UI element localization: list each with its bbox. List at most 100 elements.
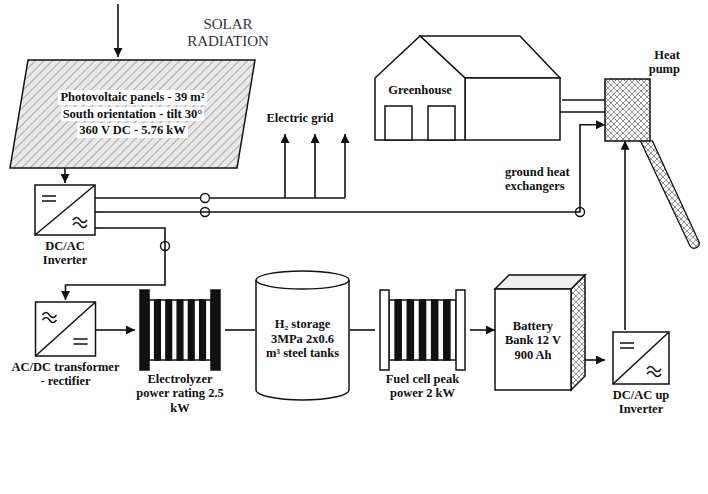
end-plate	[211, 290, 220, 370]
grid-arrow	[344, 134, 346, 198]
cell-plate	[155, 300, 161, 360]
component-label: South orientation - tilt 30°	[61, 107, 205, 121]
component-label: DC/AC Inverter	[29, 239, 101, 268]
ground-loop	[640, 140, 699, 248]
symbol-graphic	[135, 290, 225, 370]
component-symbol: DC/AC up Inverter	[605, 330, 677, 417]
component-label: Battery Bank 12 V 900 Ah	[499, 319, 567, 362]
grid-arrow	[314, 134, 316, 198]
stack-frame	[149, 300, 211, 360]
cell-plate	[188, 300, 194, 360]
converter-diagonal	[35, 185, 95, 235]
outline	[375, 36, 560, 140]
connector	[225, 329, 255, 331]
component-shape: Photovoltaic panels - 39 m² South orienta…	[10, 60, 255, 168]
wire-stub	[95, 211, 102, 213]
converter-diagonal	[613, 332, 669, 384]
annotation-label: Electric grid	[250, 111, 350, 125]
cell-plate	[444, 300, 450, 360]
component-symbol: DC/AC Inverter	[28, 183, 102, 268]
symbol-graphic	[8, 300, 123, 358]
front-gable	[375, 36, 465, 140]
battery-side	[571, 275, 585, 390]
component-label: Heat pump	[630, 48, 680, 77]
connector	[350, 329, 375, 331]
component-symbol: Electrolyzer power rating 2.5 kW	[135, 290, 225, 415]
wire-stub	[95, 227, 102, 229]
dc-symbol	[74, 339, 88, 344]
symbol-graphic	[28, 183, 102, 237]
connector	[562, 99, 605, 101]
dc-symbol	[620, 343, 634, 348]
connector	[585, 359, 605, 361]
ac-symbol	[647, 367, 661, 377]
symbol	[35, 185, 95, 235]
stack-frame	[389, 300, 456, 360]
cell-plate	[407, 300, 413, 360]
annotation-label: ground heat exchangers	[505, 165, 575, 194]
symbol-graphic	[605, 330, 677, 386]
cell-plate	[432, 300, 438, 360]
end-plate	[456, 290, 465, 370]
dc-symbol	[42, 196, 56, 201]
component-label: Fuel cell peak power 2 kW	[377, 372, 469, 401]
component-label: AC/DC transformer - rectifier	[10, 360, 122, 389]
solar-arrow	[118, 4, 119, 57]
component-label: DC/AC up Inverter	[605, 388, 677, 417]
ground-heat-exchanger	[640, 140, 699, 248]
outline	[495, 275, 585, 390]
component-symbol: AC/DC transformer - rectifier	[8, 300, 123, 389]
component-shape: H₂ storage 3MPa 2x0.6 m³ steel tanks	[255, 270, 350, 400]
ac-symbol	[43, 313, 57, 323]
battery-front	[495, 289, 571, 390]
tank-body	[256, 280, 349, 400]
end-plate	[380, 290, 389, 370]
heating-pipe	[560, 111, 605, 113]
connector	[64, 168, 66, 183]
converter-box	[36, 302, 96, 356]
component-shape: Greenhouse	[370, 26, 562, 142]
component-symbol: Fuel cell peak power 2 kW	[375, 290, 470, 401]
side-wall	[465, 78, 560, 140]
switch-contact	[201, 194, 210, 203]
converter-box	[35, 185, 95, 235]
end-plate	[140, 290, 149, 370]
door	[428, 106, 455, 140]
cell-plate	[200, 300, 206, 360]
symbol	[613, 332, 669, 384]
component-symbol: Heat pump	[605, 48, 680, 141]
converter-diagonal	[36, 302, 96, 356]
symbol	[380, 290, 465, 370]
component-label: Photovoltaic panels - 39 m²	[58, 90, 206, 104]
cell-plate	[395, 300, 401, 360]
door	[385, 106, 412, 140]
component-label: H₂ storage 3MPa 2x0.6 m³ steel tanks	[261, 317, 344, 360]
cell-plate	[177, 300, 183, 360]
battery-top	[495, 275, 585, 289]
component-shape: Battery Bank 12 V 900 Ah	[495, 275, 585, 390]
pv-panel	[10, 60, 255, 168]
symbol	[36, 302, 96, 356]
cell-plate	[419, 300, 425, 360]
symbol-graphic	[375, 290, 470, 370]
component-label: Greenhouse	[386, 83, 454, 97]
converter-box	[613, 332, 669, 384]
solar-arrow-line	[117, 4, 119, 57]
heat-pump-box	[605, 79, 650, 141]
symbol-graphic	[605, 79, 680, 141]
connector	[624, 141, 626, 330]
ac-symbol	[73, 218, 87, 228]
annotation-label: SOLAR RADIATION	[178, 16, 278, 51]
connector	[123, 329, 135, 331]
grid-wire	[95, 197, 345, 199]
wire-stub	[96, 329, 124, 331]
component-label: 360 V DC - 5.76 kW	[77, 123, 188, 137]
symbol	[140, 290, 220, 370]
grid-arrow	[284, 134, 286, 198]
outline	[10, 60, 255, 168]
tank-top	[256, 271, 349, 289]
switch-contacts	[161, 194, 585, 251]
outline	[256, 271, 349, 400]
connector	[470, 329, 495, 331]
